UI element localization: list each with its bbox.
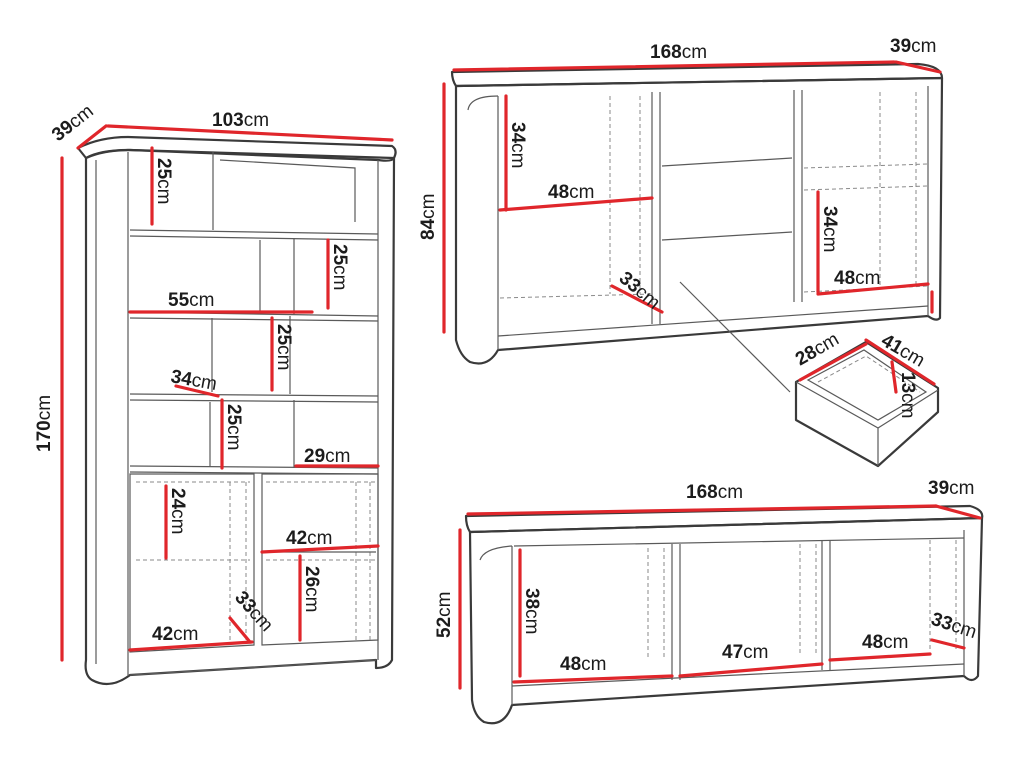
sideboard xyxy=(450,62,944,393)
dimline-sb-48b xyxy=(816,282,930,296)
dimline-bk-33 xyxy=(228,616,252,644)
dimline-dr-41 xyxy=(864,338,936,386)
dimline-dr-28 xyxy=(798,342,868,382)
label-sb-48a: 48cm xyxy=(548,182,594,203)
dimline-tv-48a xyxy=(512,674,674,684)
label-tv-height: 52cm xyxy=(434,592,455,638)
dimension-labels: 39cm 103cm 170cm 25cm 25cm 55cm 25cm 34c… xyxy=(34,36,979,675)
label-tv-47: 47cm xyxy=(722,642,768,663)
dimline-tv-48b xyxy=(828,652,932,662)
dimline-dr-13 xyxy=(890,360,898,394)
label-bk-24: 24cm xyxy=(167,488,188,534)
dimline-bk-width xyxy=(106,124,394,142)
dimline-sb-48a xyxy=(498,196,654,212)
label-tv-48b: 48cm xyxy=(862,632,908,653)
dimline-sb-depth xyxy=(894,60,942,74)
label-sb-height: 84cm xyxy=(418,194,439,240)
dimline-tv-47 xyxy=(678,662,824,678)
dimline-sb-33 xyxy=(610,284,664,314)
label-sb-34b: 34cm xyxy=(819,206,840,252)
label-tv-38: 38cm xyxy=(521,588,542,634)
dimline-bk-42b xyxy=(128,640,254,652)
label-bk-s2: 25cm xyxy=(329,244,350,290)
label-bk-42b: 42cm xyxy=(152,624,198,645)
dimline-bk-34 xyxy=(174,384,220,398)
label-bk-s1: 25cm xyxy=(153,158,174,204)
label-bk-width: 103cm xyxy=(212,110,269,131)
dimline-tv-depth xyxy=(934,504,982,520)
label-bk-height: 170cm xyxy=(34,395,55,452)
dimline-bk-42a xyxy=(260,544,380,554)
dimline-tv-33 xyxy=(930,638,966,650)
label-sb-width: 168cm xyxy=(650,42,707,63)
label-bk-s4: 25cm xyxy=(223,404,244,450)
label-bk-26: 26cm xyxy=(301,566,322,612)
label-dr-28: 28cm xyxy=(792,329,843,370)
drawer xyxy=(794,340,940,468)
label-bk-34: 34cm xyxy=(169,366,218,395)
label-tv-33: 33cm xyxy=(928,609,979,643)
label-bk-29: 29cm xyxy=(304,446,350,467)
label-sb-48b: 48cm xyxy=(834,268,880,289)
dimline-tv-width xyxy=(466,504,938,516)
dimline-bk-depth xyxy=(76,124,108,150)
label-tv-width: 168cm xyxy=(686,482,743,503)
label-dr-13: 13cm xyxy=(897,372,918,418)
label-bk-s3: 25cm xyxy=(273,324,294,370)
dimline-sb-width xyxy=(452,60,896,72)
label-sb-34a: 34cm xyxy=(507,122,528,168)
tv-unit xyxy=(464,504,984,725)
label-tv-48a: 48cm xyxy=(560,654,606,675)
dimension-lines xyxy=(60,60,982,690)
label-tv-depth: 39cm xyxy=(928,478,974,499)
label-sb-depth: 39cm xyxy=(890,36,936,57)
label-bk-42a: 42cm xyxy=(286,528,332,549)
label-bk-55: 55cm xyxy=(168,290,214,311)
